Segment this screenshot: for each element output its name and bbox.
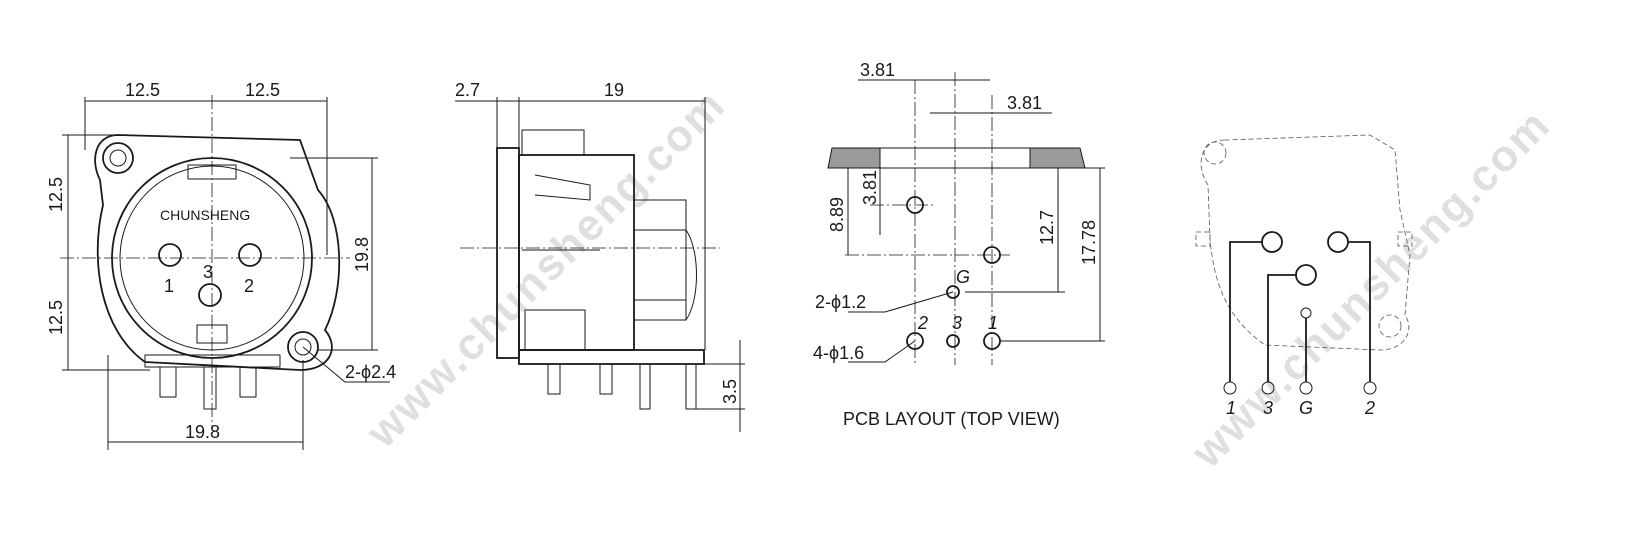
dim-top-left: 12.5 — [125, 80, 160, 100]
pcb-layout: 3.81 3.81 8.89 3.81 12.7 17.78 2-ϕ1.2 4-… — [813, 60, 1105, 429]
pin-3-label: 3 — [203, 262, 213, 282]
schem-label-1: 1 — [1226, 398, 1236, 418]
dim-height: 19.8 — [352, 237, 372, 272]
callout-large-holes: 4-ϕ1.6 — [813, 343, 864, 363]
pcb-label-2: 2 — [917, 313, 928, 333]
pcb-label-1: 1 — [988, 313, 998, 333]
schem-label-g: G — [1299, 398, 1313, 418]
dim-top-right: 12.5 — [245, 80, 280, 100]
pcb-title: PCB LAYOUT (TOP VIEW) — [843, 409, 1060, 429]
schematic-view: 1 3 G 2 — [1195, 134, 1413, 418]
dim-pitch-right: 3.81 — [1007, 93, 1042, 113]
dim-8-89: 8.89 — [827, 197, 847, 232]
dim-bottom: 19.8 — [185, 422, 220, 442]
schem-label-3: 3 — [1263, 398, 1273, 418]
dim-17-78: 17.78 — [1079, 220, 1099, 265]
watermark-1: www.chunsheng.com — [357, 80, 735, 458]
hole-callout: 2-ϕ2.4 — [345, 362, 396, 382]
side-view: 2.7 19 3.5 — [455, 80, 745, 432]
schem-label-2: 2 — [1364, 398, 1375, 418]
brand-label: CHUNSHENG — [160, 207, 250, 223]
dim-pin-length: 3.5 — [720, 379, 740, 404]
pin-1-label: 1 — [164, 276, 174, 296]
dim-3-81-vertical: 3.81 — [860, 170, 880, 205]
dim-left-upper: 12.5 — [46, 177, 66, 212]
dim-12-7: 12.7 — [1037, 210, 1057, 245]
pcb-label-g: G — [956, 267, 970, 287]
front-view: CHUNSHENG 1 2 3 12.5 12.5 12.5 12.5 19.8 — [46, 80, 396, 450]
pcb-label-3: 3 — [952, 313, 962, 333]
callout-small-holes: 2-ϕ1.2 — [815, 292, 866, 312]
dim-flange: 2.7 — [455, 80, 480, 100]
pin-2-label: 2 — [244, 276, 254, 296]
dim-depth: 19 — [604, 80, 624, 100]
dim-pitch-top: 3.81 — [860, 60, 895, 80]
dim-left-lower: 12.5 — [46, 300, 66, 335]
